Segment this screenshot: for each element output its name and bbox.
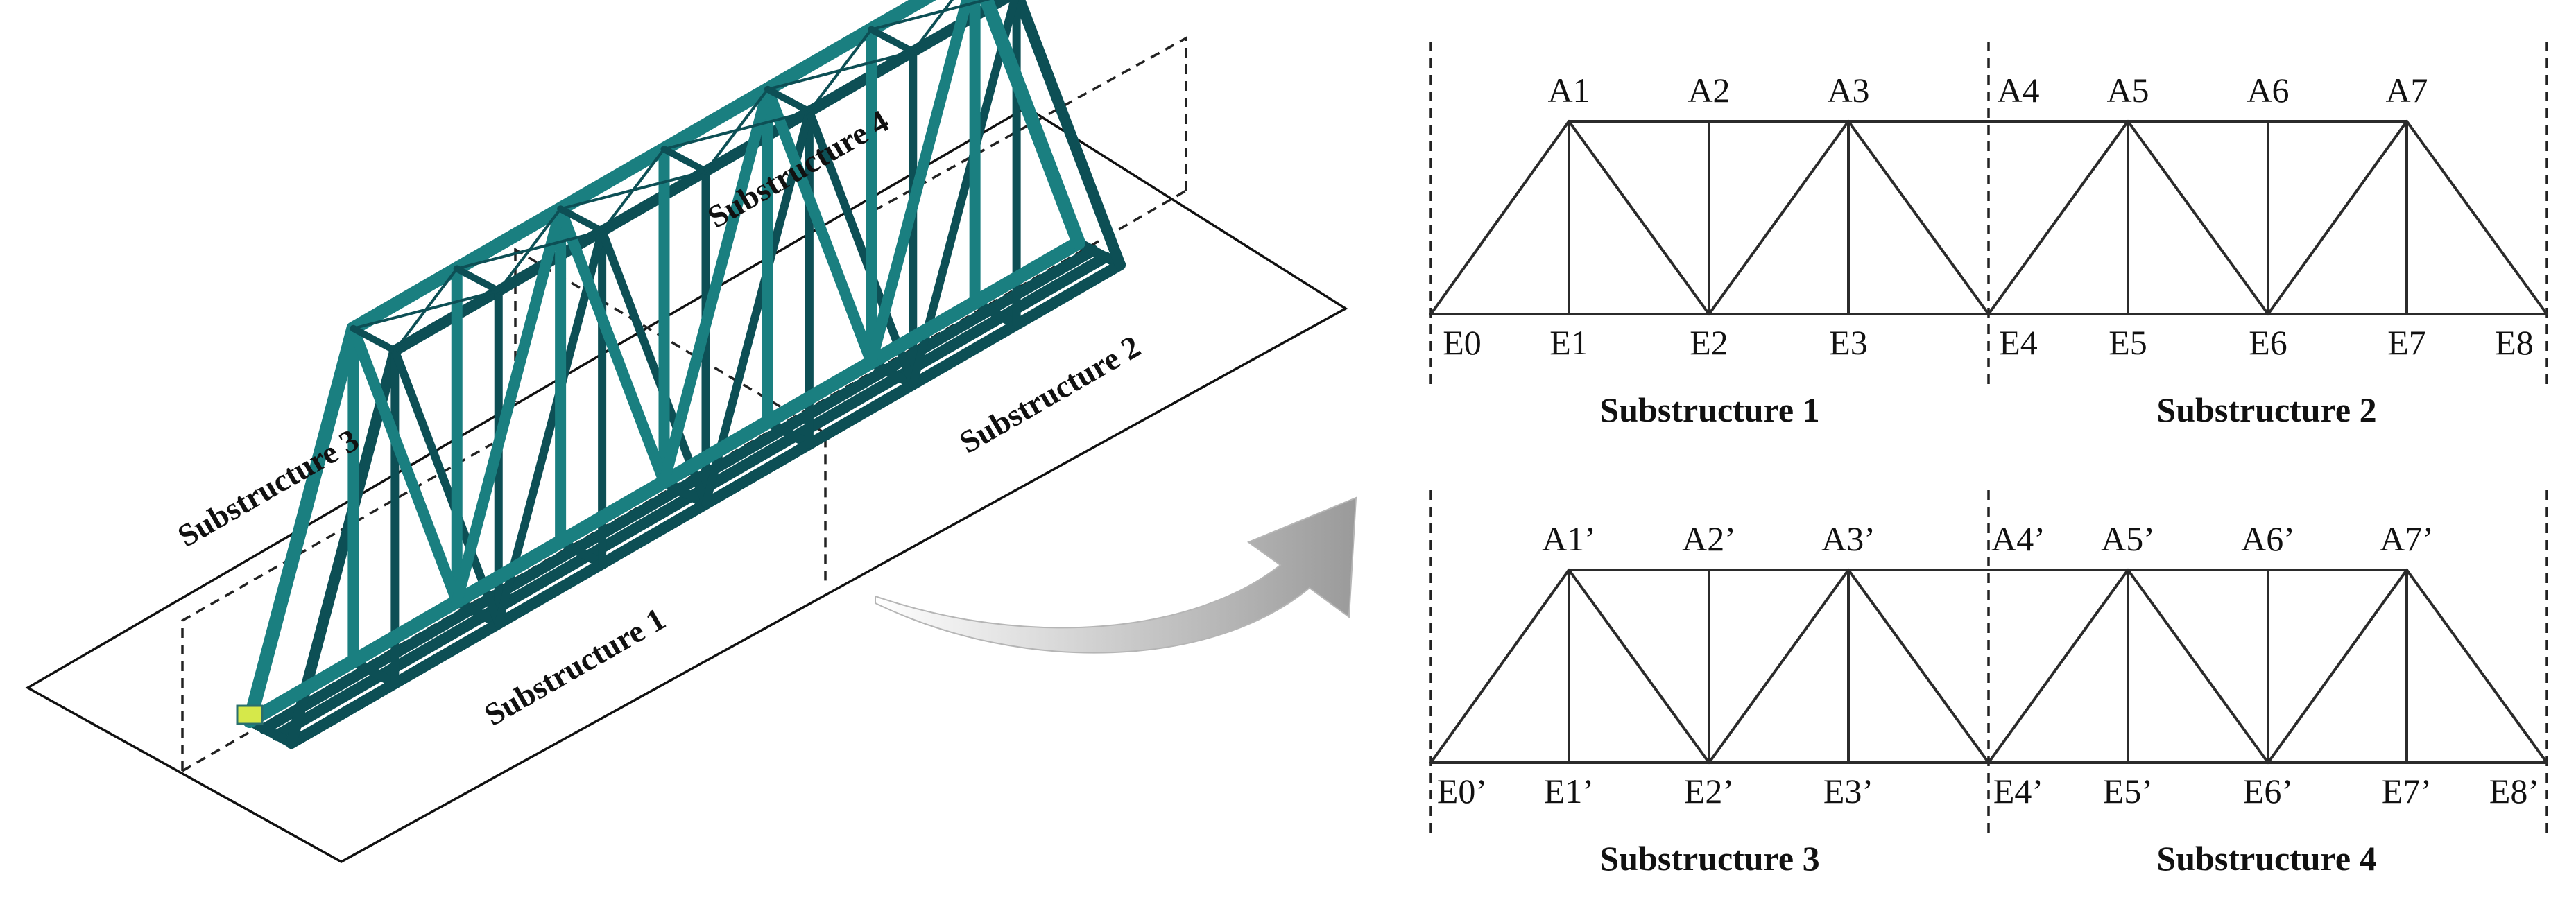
diagonal-member (1568, 120, 1710, 315)
diagonal-3d (866, 0, 973, 368)
diagonal-3d (555, 203, 670, 487)
top-strut (764, 85, 813, 115)
diagonal-member (1568, 569, 1710, 764)
diagonal-member (1847, 569, 1990, 764)
truss-model (236, 0, 1126, 749)
diagonal-member (1708, 569, 1850, 764)
top-strut (660, 146, 710, 175)
bottom-node-label: E7’ (2382, 772, 2432, 810)
top-bracing (601, 148, 666, 233)
diagonal-member (2127, 569, 2269, 764)
top-node-label: A7’ (2380, 519, 2434, 558)
diagonal-3d (598, 227, 710, 508)
top-node-label: A1 (1547, 71, 1590, 110)
substructure-label-left: Substructure 3 (1599, 839, 1819, 878)
diagonal-3d (701, 107, 814, 508)
end-post-3d (243, 321, 361, 728)
top-bracing (497, 207, 563, 293)
diagonal-member (2127, 120, 2269, 315)
transform-arrow-icon (875, 496, 1357, 654)
top-node-label: A2 (1688, 71, 1730, 110)
top-bracing (807, 28, 873, 113)
top-strut (453, 265, 502, 295)
diagonal-member (2405, 120, 2548, 315)
top-bracing (911, 0, 954, 53)
bottom-node-label: E0’ (1437, 772, 1487, 810)
bottom-node-label: E2’ (1684, 772, 1734, 810)
bottom-node-label: E6’ (2243, 772, 2293, 810)
top-bracing (393, 267, 458, 352)
bottom-node-label: E5’ (2103, 772, 2153, 810)
bottom-node-label: E6 (2249, 323, 2287, 362)
bottom-node-label: E0 (1443, 323, 1482, 362)
bottom-node-label: E1 (1549, 323, 1588, 362)
top-strut (350, 324, 399, 354)
truss-diagram-bottom: A1’ A2’ A3’ A4’ A5’ A6’ A7’ E0’ E1’ E2’ E3’ E4’ E5’ E… (1429, 490, 2548, 878)
top-node-label: A5 (2106, 71, 2149, 110)
diagonal-member (2267, 569, 2408, 764)
bottom-node-label: E8’ (2489, 772, 2539, 810)
top-node-label: A4’ (1991, 519, 2045, 558)
diagonal-member (1987, 569, 2129, 764)
top-node-label: A1’ (1542, 519, 1596, 558)
diagonal-member (1847, 120, 1990, 315)
bottom-node-label: E7 (2387, 323, 2426, 362)
diagonal-3d (390, 346, 503, 628)
top-bracing (704, 87, 769, 173)
diagonal-member (1987, 120, 2129, 315)
top-node-label: A7 (2385, 71, 2428, 110)
diagonal-3d (494, 227, 607, 628)
diagonal-3d (762, 83, 877, 368)
cut-plane-left (181, 442, 493, 771)
top-node-label: A6’ (2241, 519, 2295, 558)
ground-plane (25, 105, 1348, 863)
diagonal-member (2267, 120, 2408, 315)
bottom-node-label: E8 (2495, 323, 2534, 362)
bottom-node-label: E3 (1829, 323, 1868, 362)
top-node-label: A6 (2247, 71, 2289, 110)
top-node-label: A5’ (2101, 519, 2155, 558)
substructure-label-right: Substructure 4 (2156, 839, 2376, 878)
end-post-3d (979, 0, 1085, 250)
bottom-node-label: E2 (1690, 323, 1728, 362)
diagonal-3d (658, 83, 773, 487)
substructure-label-left: Substructure 1 (1599, 390, 1819, 429)
bottom-node-label: E4’ (1993, 772, 2043, 810)
diagonal-3d (805, 107, 918, 389)
bridge-label-sub3: Substructure 3 (172, 422, 365, 554)
diagonal-3d (347, 322, 463, 607)
diagonal-member (1429, 120, 1570, 315)
diagonal-member (1708, 120, 1850, 315)
cut-plane-middle (514, 247, 827, 582)
diagonal-member (2405, 569, 2548, 764)
diagonal-3d (909, 0, 1019, 389)
bottom-node-label: E3’ (1823, 772, 1873, 810)
top-strut (868, 26, 917, 55)
substructure-label-right: Substructure 2 (2156, 390, 2376, 429)
end-post-3d (1013, 0, 1126, 270)
top-node-label: A3 (1827, 71, 1869, 110)
bottom-node-label: E4 (1999, 323, 2038, 362)
support-icon (236, 704, 264, 725)
top-node-label: A4 (1997, 71, 2039, 110)
diagonal-3d (451, 203, 567, 607)
bottom-node-label: E5 (2109, 323, 2147, 362)
bridge-3d-view: Substructure 3 Substructure 4 Substructu… (25, 0, 1348, 863)
bottom-node-label: E1’ (1544, 772, 1594, 810)
end-post-3d (286, 345, 401, 749)
top-strut (557, 205, 606, 235)
diagonal-member (1429, 569, 1570, 764)
top-node-label: A2’ (1682, 519, 1736, 558)
top-node-label: A3’ (1821, 519, 1875, 558)
